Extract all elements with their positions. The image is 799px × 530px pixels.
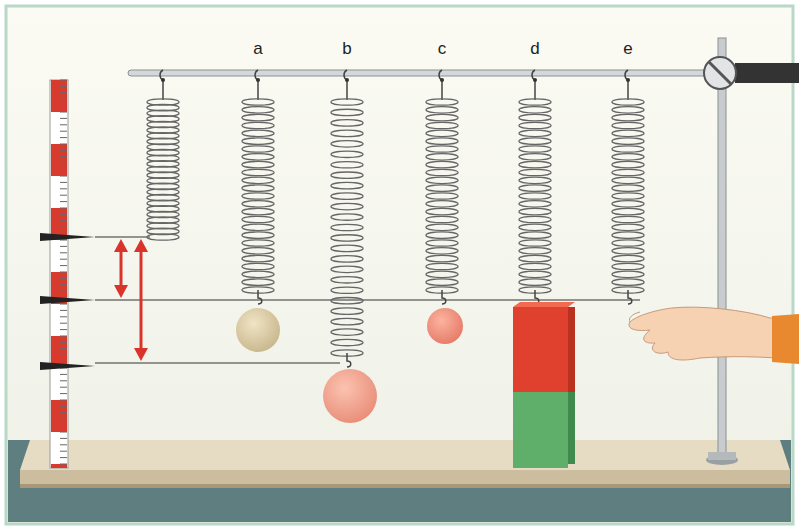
spring-label: b — [342, 40, 351, 57]
spring-label: a — [253, 40, 262, 57]
spring-label: e — [623, 40, 632, 57]
spring-label: d — [530, 40, 539, 57]
spring-label: c — [438, 40, 447, 57]
